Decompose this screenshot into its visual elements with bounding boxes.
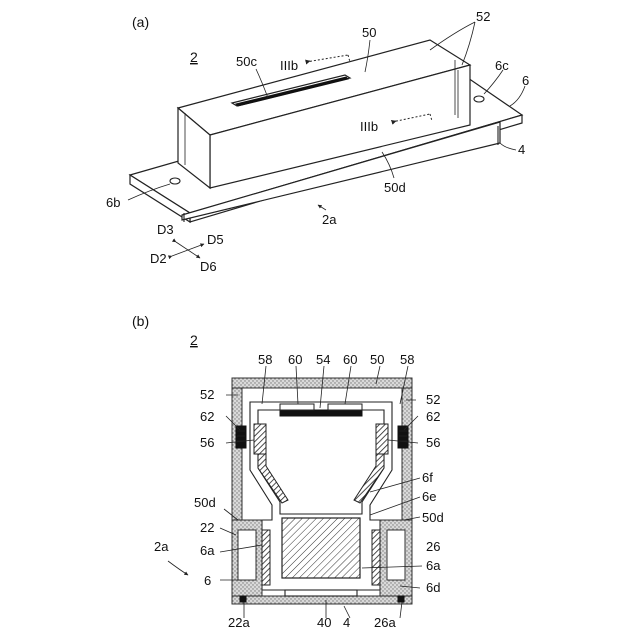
label-50-a: 50 — [362, 25, 376, 40]
label-52-left: 52 — [200, 387, 214, 402]
label-54: 54 — [316, 352, 330, 367]
label-50d-a: 50d — [384, 180, 406, 195]
label-62-left: 62 — [200, 409, 214, 424]
foot-26a — [398, 596, 404, 602]
axis-d2-d5 — [172, 244, 204, 256]
label-D3: D3 — [157, 222, 174, 237]
label-D5: D5 — [207, 232, 224, 247]
label-26a: 26a — [374, 615, 396, 630]
ref-2-b: 2 — [190, 332, 198, 348]
label-6a-left: 6a — [200, 543, 215, 558]
magnet-62-right — [398, 426, 408, 448]
caption-a: (a) — [132, 14, 149, 30]
label-40: 40 — [317, 615, 331, 630]
label-60-right: 60 — [343, 352, 357, 367]
ref-2-a: 2 — [190, 49, 198, 65]
base-4 — [232, 596, 412, 604]
label-4-a: 4 — [518, 142, 525, 157]
label-IIIb-bottom: IIIb — [360, 119, 378, 134]
label-56-right: 56 — [426, 435, 440, 450]
label-22a: 22a — [228, 615, 250, 630]
label-50c: 50c — [236, 54, 257, 69]
label-58-left: 58 — [258, 352, 272, 367]
strip-6a-left — [262, 530, 270, 585]
label-50d-right: 50d — [422, 510, 444, 525]
caption-b: (b) — [132, 313, 149, 329]
label-2a-b: 2a — [154, 539, 169, 554]
label-2a-a: 2a — [322, 212, 337, 227]
frame-6-inner — [258, 410, 384, 514]
coil-56-left — [254, 424, 266, 454]
label-6b: 6b — [106, 195, 120, 210]
magnet-62-left — [236, 426, 246, 448]
foot-22a — [240, 596, 246, 602]
element-40 — [285, 590, 357, 596]
label-22: 22 — [200, 520, 214, 535]
label-6e: 6e — [422, 489, 436, 504]
label-6c: 6c — [495, 58, 509, 73]
label-52-a: 52 — [476, 9, 490, 24]
label-62-right: 62 — [426, 409, 440, 424]
label-6d: 6d — [426, 580, 440, 595]
label-56-left: 56 — [200, 435, 214, 450]
wall-22-cavity — [238, 530, 256, 580]
element-60-right — [328, 404, 362, 410]
label-D2: D2 — [150, 251, 167, 266]
label-52-right: 52 — [426, 392, 440, 407]
label-4-b: 4 — [343, 615, 350, 630]
block-6a-center — [282, 518, 360, 578]
label-50d-left: 50d — [194, 495, 216, 510]
coil-56-right — [376, 424, 388, 454]
label-D6: D6 — [200, 259, 217, 274]
label-26: 26 — [426, 539, 440, 554]
label-6a-right: 6a — [426, 558, 441, 573]
label-6-b: 6 — [204, 573, 211, 588]
label-58-right: 58 — [400, 352, 414, 367]
section-line-top — [306, 55, 348, 62]
element-54 — [280, 410, 362, 416]
wall-26-cavity — [387, 530, 405, 580]
strip-6a-right — [372, 530, 380, 585]
label-6f: 6f — [422, 470, 433, 485]
label-50-b: 50 — [370, 352, 384, 367]
label-IIIb-top: IIIb — [280, 58, 298, 73]
element-60-left — [280, 404, 314, 410]
label-6-a: 6 — [522, 73, 529, 88]
label-60-left: 60 — [288, 352, 302, 367]
